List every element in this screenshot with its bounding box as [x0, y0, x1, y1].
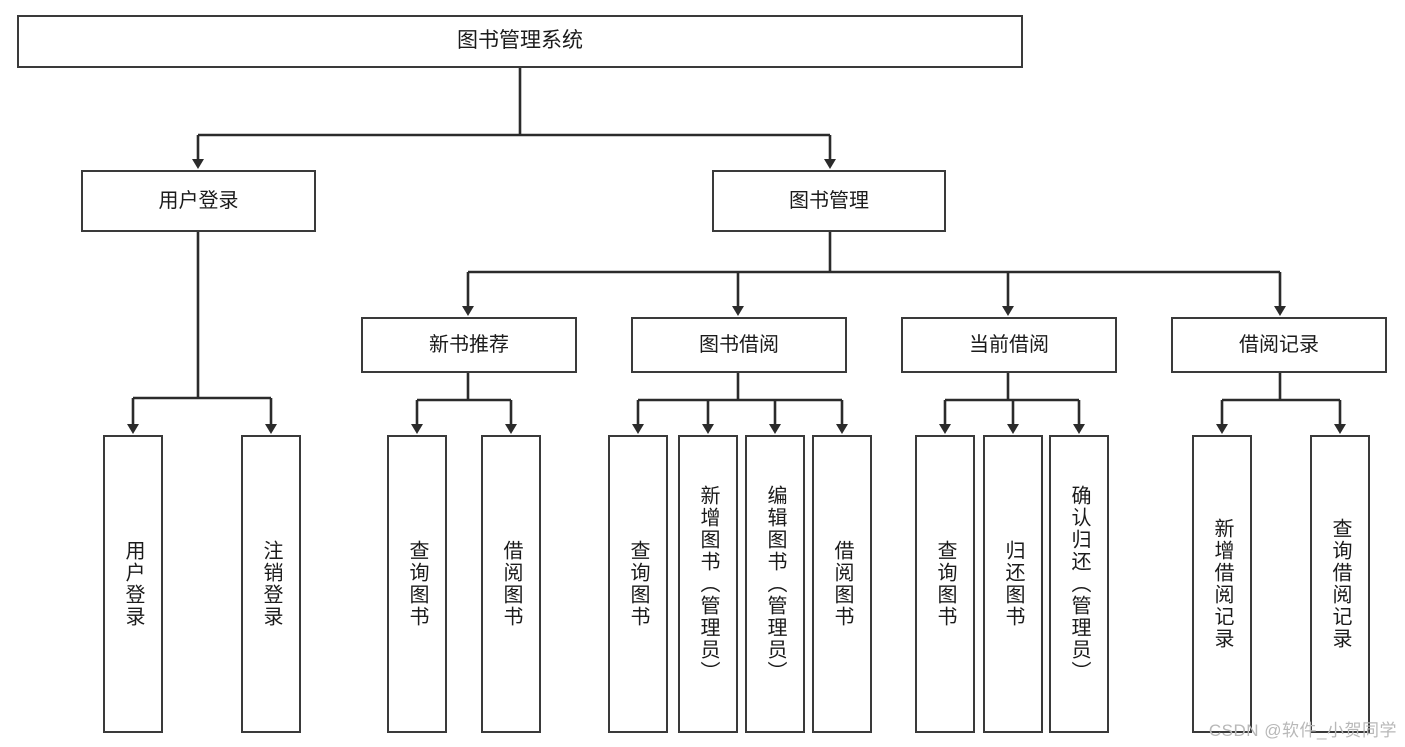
- leaf-query-borrow-record-label: 查询借阅记录: [1329, 518, 1351, 650]
- node-borrow-record[interactable]: 借阅记录: [1171, 317, 1387, 373]
- leaf-edit-book-admin[interactable]: 编辑图书（管理员）: [745, 435, 805, 733]
- leaf-borrow-book-borrow-label: 借阅图书: [831, 540, 853, 628]
- leaf-query-book-recommend-label: 查询图书: [406, 540, 428, 628]
- leaf-query-book-borrow[interactable]: 查询图书: [608, 435, 668, 733]
- leaf-query-book-borrow-label: 查询图书: [627, 540, 649, 628]
- leaf-query-book-current-label: 查询图书: [934, 540, 956, 628]
- node-book-borrow[interactable]: 图书借阅: [631, 317, 847, 373]
- leaf-query-book-current[interactable]: 查询图书: [915, 435, 975, 733]
- node-user-login[interactable]: 用户登录: [81, 170, 316, 232]
- leaf-logout-login[interactable]: 注销登录: [241, 435, 301, 733]
- leaf-add-book-admin-label: 新增图书（管理员）: [697, 485, 719, 683]
- node-borrow-record-label: 借阅记录: [1239, 333, 1319, 356]
- leaf-return-book-label: 归还图书: [1002, 540, 1024, 628]
- node-book-borrow-label: 图书借阅: [699, 333, 779, 356]
- leaf-borrow-book-borrow[interactable]: 借阅图书: [812, 435, 872, 733]
- leaf-add-book-admin[interactable]: 新增图书（管理员）: [678, 435, 738, 733]
- leaf-edit-book-admin-label: 编辑图书（管理员）: [764, 485, 786, 683]
- leaf-query-borrow-record[interactable]: 查询借阅记录: [1310, 435, 1370, 733]
- leaf-confirm-return-admin[interactable]: 确认归还（管理员）: [1049, 435, 1109, 733]
- leaf-return-book[interactable]: 归还图书: [983, 435, 1043, 733]
- node-new-book-recommend[interactable]: 新书推荐: [361, 317, 577, 373]
- leaf-add-borrow-record-label: 新增借阅记录: [1211, 518, 1233, 650]
- node-book-management-label: 图书管理: [789, 189, 869, 212]
- node-current-borrow-label: 当前借阅: [969, 333, 1049, 356]
- leaf-user-login-label: 用户登录: [122, 540, 144, 628]
- leaf-query-book-recommend[interactable]: 查询图书: [387, 435, 447, 733]
- leaf-borrow-book-recommend[interactable]: 借阅图书: [481, 435, 541, 733]
- node-user-login-label: 用户登录: [158, 189, 239, 212]
- node-current-borrow[interactable]: 当前借阅: [901, 317, 1117, 373]
- leaf-user-login[interactable]: 用户登录: [103, 435, 163, 733]
- node-new-book-recommend-label: 新书推荐: [429, 333, 509, 356]
- node-book-management[interactable]: 图书管理: [712, 170, 946, 232]
- node-root[interactable]: 图书管理系统: [17, 15, 1023, 68]
- leaf-confirm-return-admin-label: 确认归还（管理员）: [1068, 485, 1090, 683]
- leaf-logout-login-label: 注销登录: [260, 540, 282, 628]
- node-root-label: 图书管理系统: [457, 29, 583, 53]
- watermark-text: CSDN @软件_小贺同学: [1208, 721, 1397, 740]
- leaf-borrow-book-recommend-label: 借阅图书: [500, 540, 522, 628]
- leaf-add-borrow-record[interactable]: 新增借阅记录: [1192, 435, 1252, 733]
